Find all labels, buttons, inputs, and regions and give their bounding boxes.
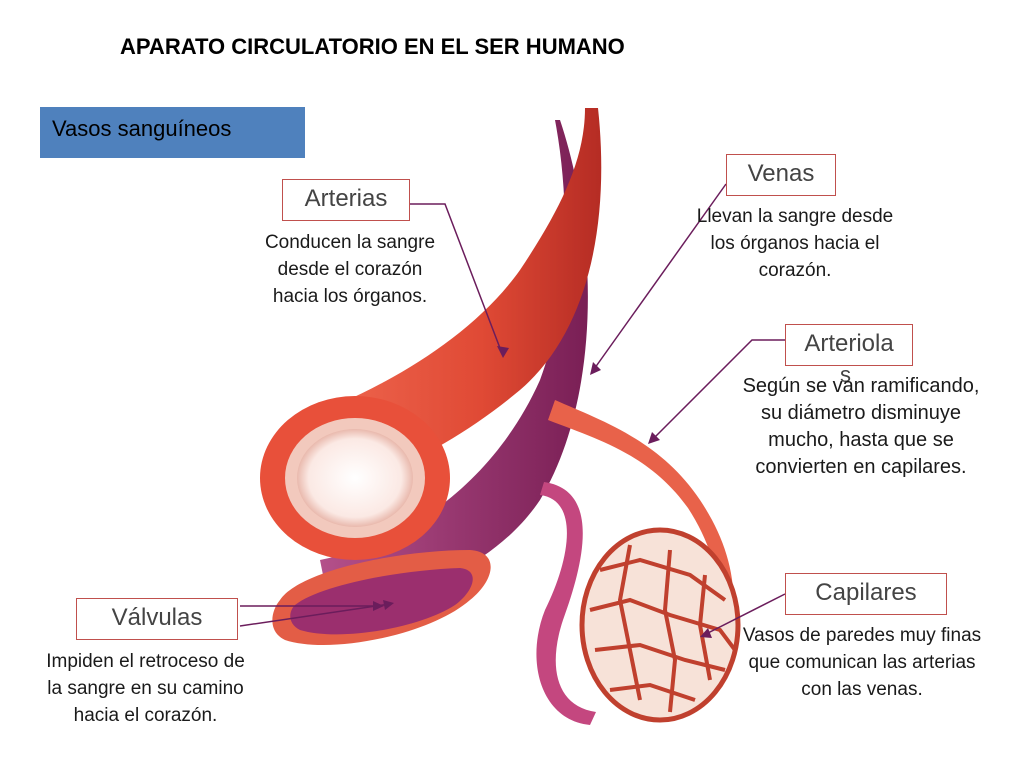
vein-shape [320, 120, 588, 610]
label-venas: Venas [726, 154, 836, 196]
leader-arrowheads [373, 346, 712, 638]
artery-cross-section [260, 396, 450, 560]
label-arteriolas: Arteriola [785, 324, 913, 366]
venule-branch [536, 482, 596, 725]
label-arteriolas-wrap: s [840, 362, 851, 387]
artery-shape [300, 108, 602, 490]
capillary-bed [579, 527, 741, 723]
label-valvulas: Válvulas [76, 598, 238, 640]
label-capilares: Capilares [785, 573, 947, 615]
label-arterias: Arterias [282, 179, 410, 221]
desc-arterias: Conducen la sangre desde el corazón haci… [264, 232, 436, 307]
desc-venas: Llevan la sangre desde los órganos hacia… [696, 206, 894, 281]
desc-valvulas: Impiden el retroceso de la sangre en su … [46, 651, 245, 726]
leader-lines [239, 183, 786, 637]
desc-arteriolas: Según se van ramificando, su diámetro di… [742, 375, 980, 478]
section-banner: Vasos sanguíneos [40, 107, 305, 158]
vein-cross-section [272, 550, 491, 646]
label-arteriolas-text: Arteriola [804, 330, 894, 357]
desc-capilares: Vasos de paredes muy finas que comunican… [742, 625, 982, 700]
arteriole-branch [548, 400, 734, 640]
page-title: APARATO CIRCULATORIO EN EL SER HUMANO [120, 34, 625, 59]
